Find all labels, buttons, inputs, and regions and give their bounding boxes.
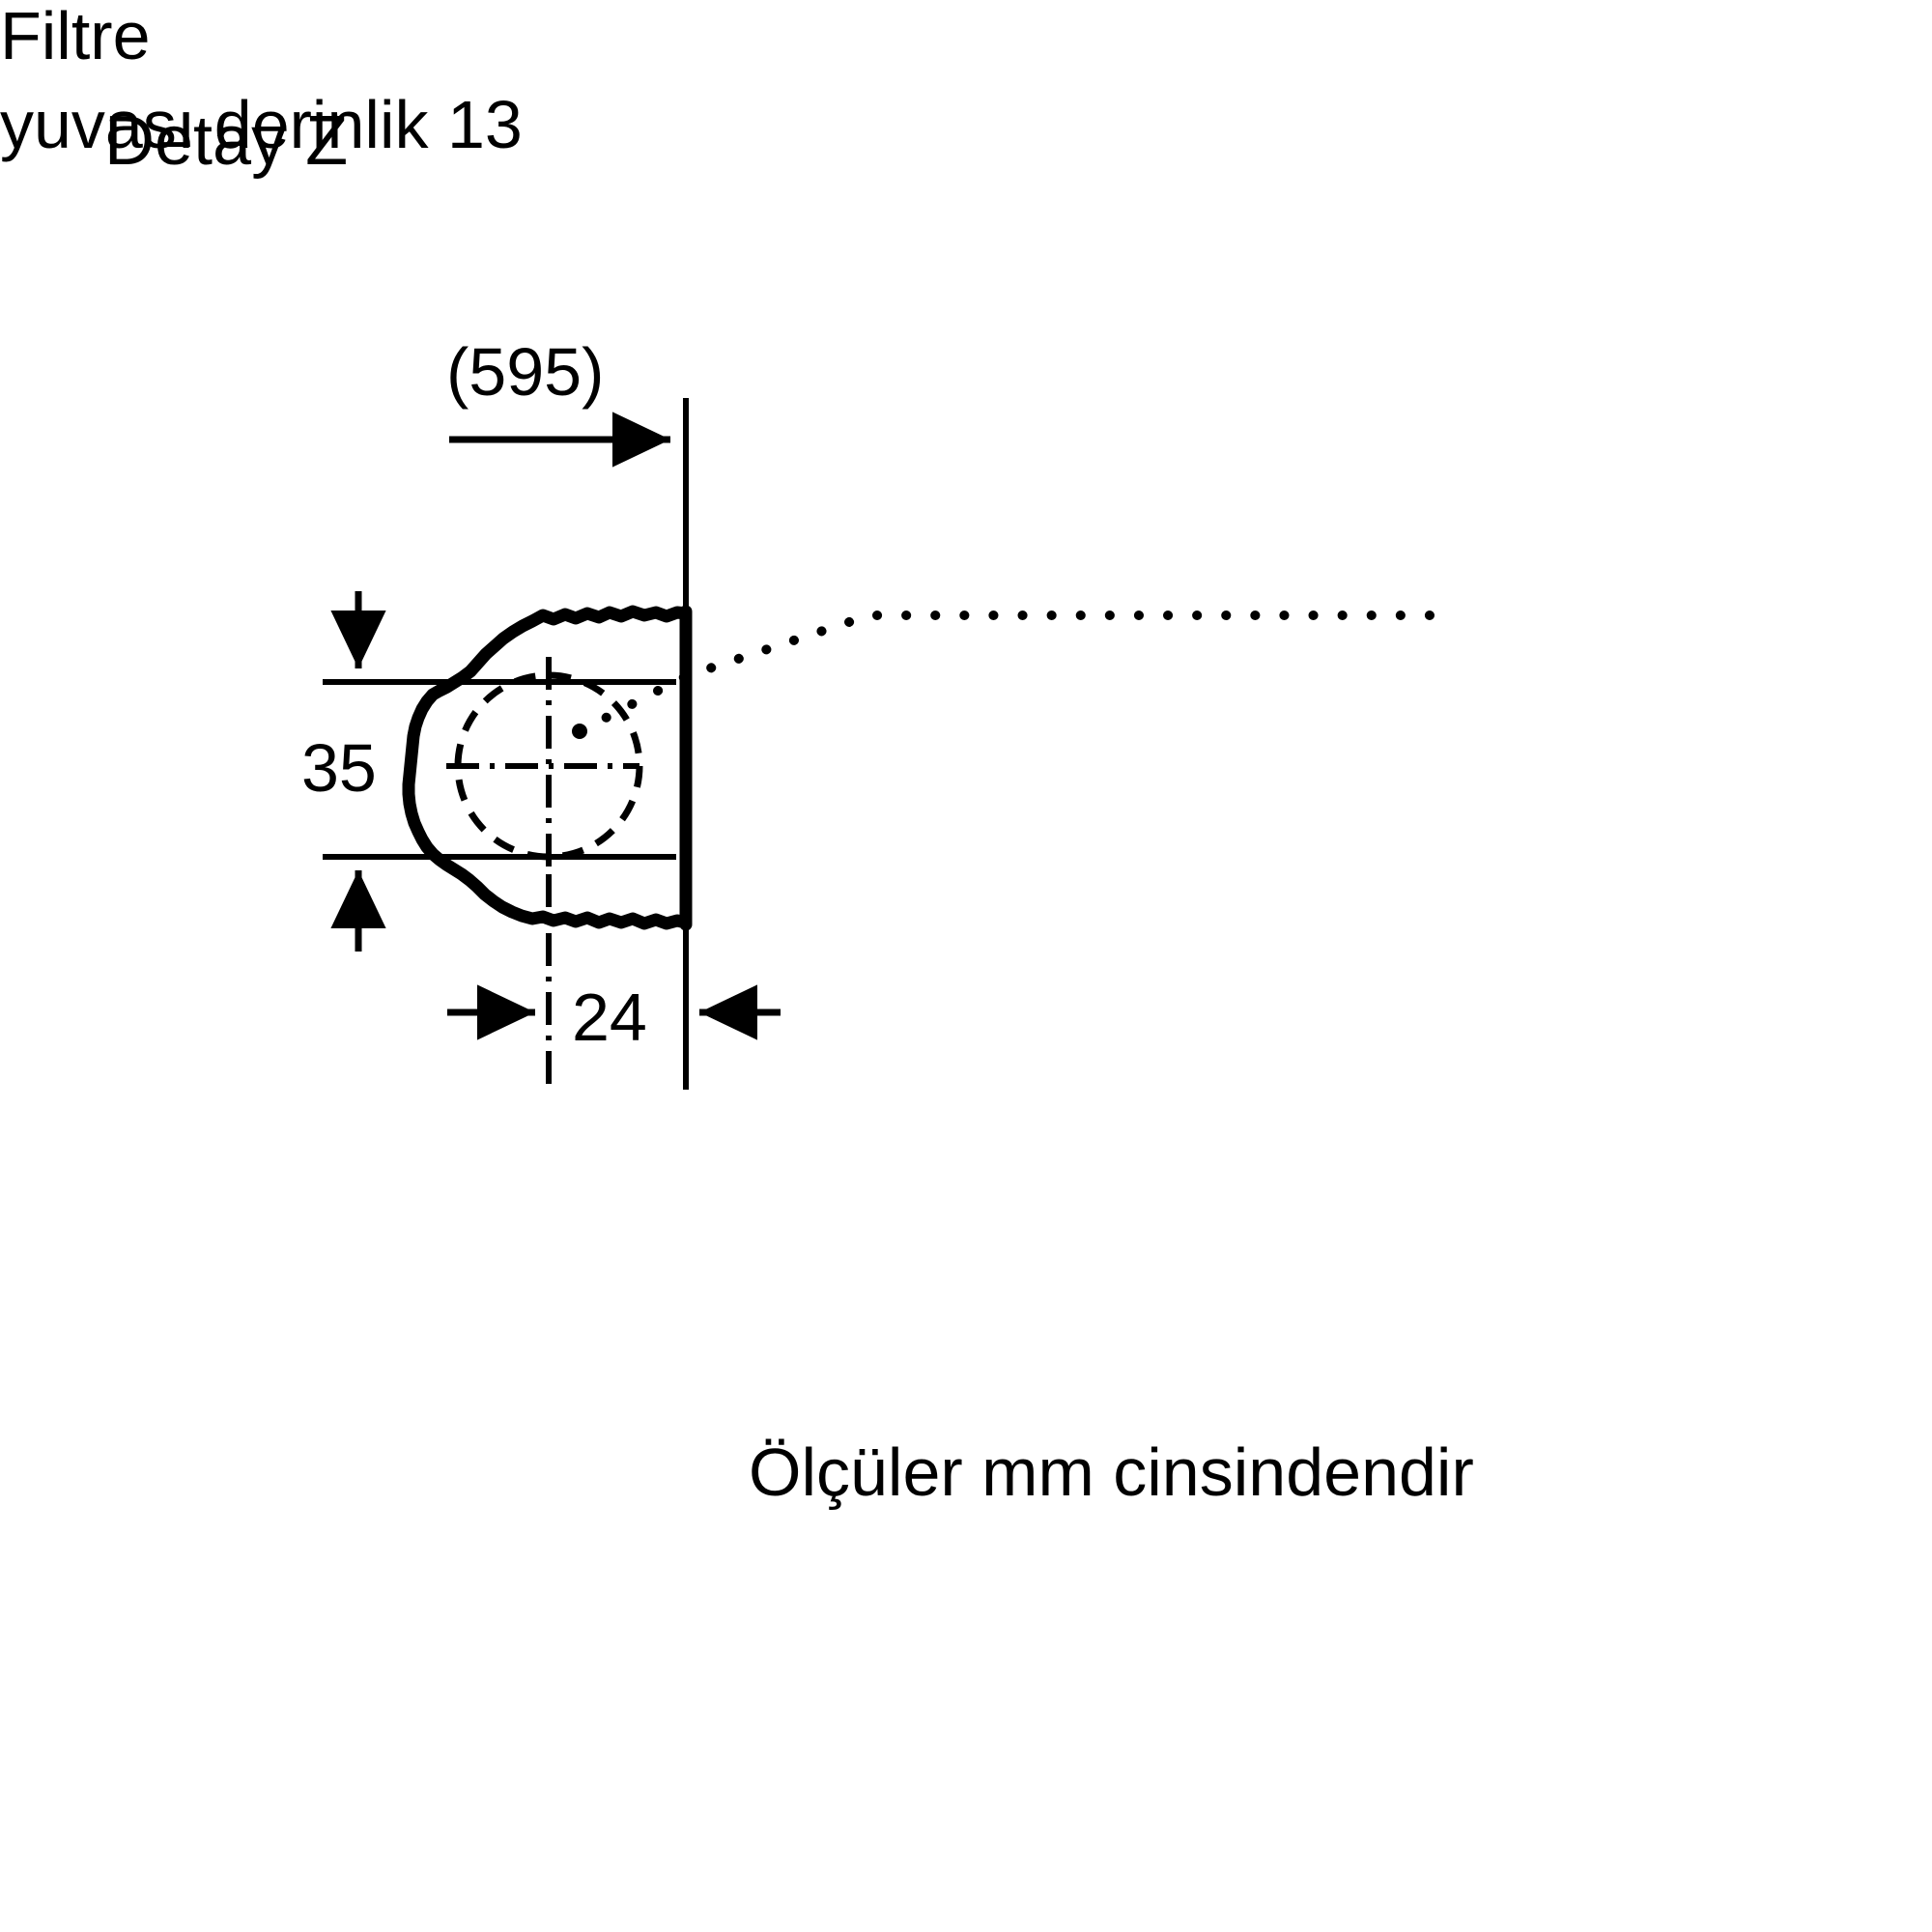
part-outline-filter-recess: [402, 605, 693, 930]
page-title: Detay Z: [104, 102, 349, 180]
callout-line-2: yuvası derinlik 13: [0, 86, 523, 162]
callout-line-1: Filtre: [0, 0, 151, 73]
dimension-label-width-reference: (595): [446, 334, 605, 410]
callout-leader-dot: [572, 724, 587, 739]
callout-leader-dotted: [581, 611, 1435, 733]
callout-text-block: Filtre yuvası derinlik 13: [0, 0, 1932, 160]
dimension-label-offset: 24: [572, 980, 647, 1055]
units-note: Ölçüler mm cinsindendir: [749, 1435, 1474, 1510]
dimension-label-height: 35: [301, 730, 377, 806]
